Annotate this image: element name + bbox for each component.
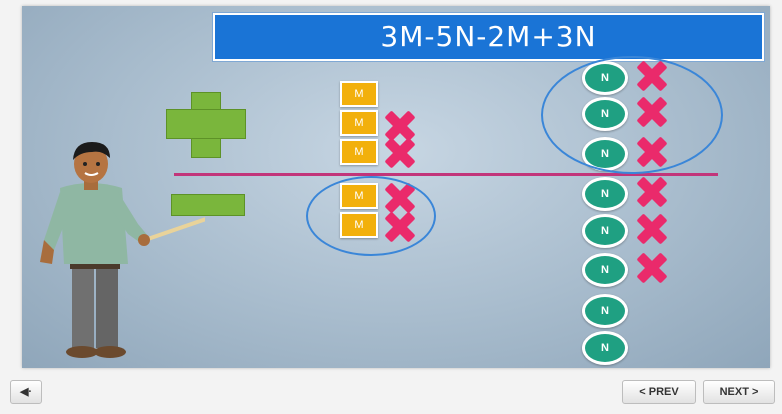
m-tile: M [340, 139, 378, 165]
m-tile: M [340, 81, 378, 107]
teacher-character [40, 142, 205, 358]
n-group-ellipse [541, 56, 723, 174]
prev-button[interactable]: < PREV [622, 380, 696, 404]
slide-title: 3M-5N-2M+3N [213, 13, 764, 61]
n-circle: N [582, 294, 628, 328]
m-pair-ellipse [306, 176, 436, 256]
n-circle: N [582, 253, 628, 287]
cross-icon [384, 137, 416, 169]
cross-icon [636, 176, 668, 208]
n-circle: N [582, 177, 628, 211]
divider-line [174, 173, 718, 176]
n-circle: N [582, 214, 628, 248]
m-tile: M [340, 110, 378, 136]
n-circle: N [582, 331, 628, 365]
speaker-icon: ◀︎· [19, 386, 33, 398]
next-button[interactable]: NEXT > [703, 380, 775, 404]
volume-button[interactable]: ◀︎· [10, 380, 42, 404]
cross-icon [636, 213, 668, 245]
cross-icon [636, 252, 668, 284]
minus-sign-icon [171, 194, 245, 216]
